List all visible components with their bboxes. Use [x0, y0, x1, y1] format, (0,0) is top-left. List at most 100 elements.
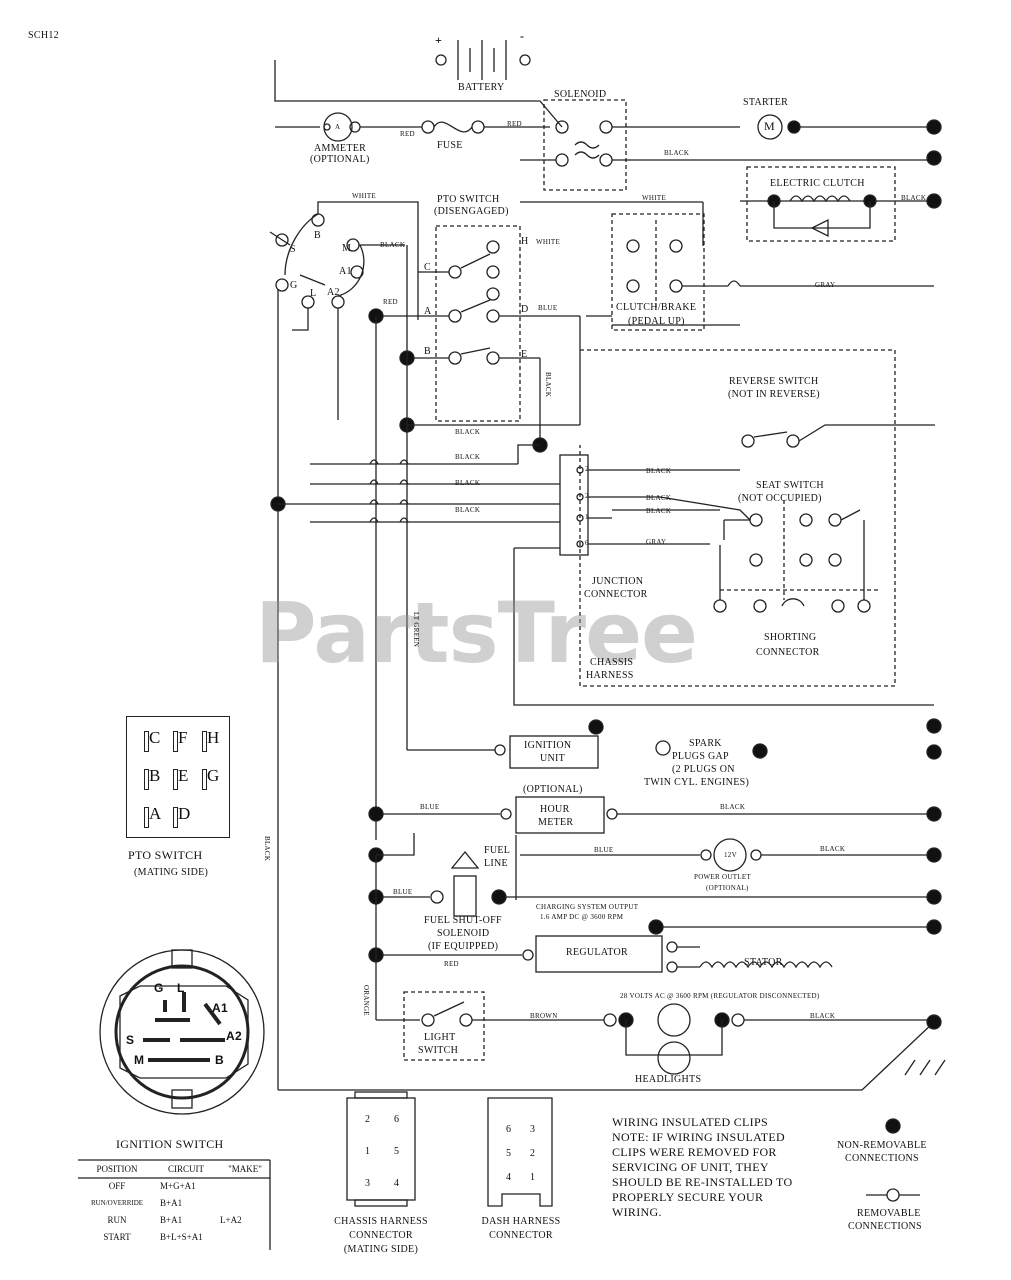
- ign-face-m: M: [134, 1053, 145, 1067]
- pto-pin-b: B: [143, 766, 161, 790]
- ignition-switch-face: [99, 949, 265, 1115]
- dash-pin: 3: [530, 1124, 536, 1135]
- ign-face-a1: A1: [212, 1001, 228, 1015]
- battery-plus: +: [435, 33, 443, 47]
- wire-black-f: BLACK: [646, 494, 672, 502]
- wire-black-hm: BLACK: [720, 803, 746, 811]
- pto-switch-state: (DISENGAGED): [434, 206, 509, 217]
- note-line: WIRING.: [612, 1205, 662, 1219]
- ammeter-symbol: A: [335, 123, 341, 131]
- ignition-unit-label: IGNITION: [524, 740, 572, 751]
- wire-red-2: RED: [507, 120, 522, 128]
- wire-white-3: WHITE: [536, 238, 561, 246]
- dash-pin: 5: [506, 1148, 512, 1159]
- shorting-label: SHORTING: [764, 632, 817, 643]
- pto-term-c: C: [424, 262, 431, 273]
- ignition-switch-title: IGNITION SWITCH: [116, 1137, 224, 1151]
- ign-term-g: G: [290, 280, 298, 291]
- dash-pin: 2: [530, 1148, 536, 1159]
- power-outlet-symbol: 12V: [724, 851, 737, 859]
- cell-circuit: B+A1: [160, 1214, 183, 1225]
- pto-term-d: D: [521, 304, 529, 315]
- cell-circuit: B+L+S+A1: [160, 1231, 203, 1242]
- light-switch-label-2: SWITCH: [418, 1045, 459, 1056]
- wire-blue-pto: BLUE: [538, 304, 558, 312]
- seat-switch-state: (NOT OCCUPIED): [738, 493, 822, 504]
- page-id: SCH12: [28, 30, 59, 41]
- wire-black-solenoid: BLACK: [664, 149, 690, 157]
- wire-black-hl: BLACK: [810, 1012, 836, 1020]
- hour-meter-label-2: METER: [538, 817, 574, 828]
- chassis-conn-label-3: (MATING SIDE): [343, 1244, 419, 1255]
- dash-conn-label: DASH HARNESS: [481, 1216, 561, 1227]
- cell-position: RUN: [107, 1214, 127, 1225]
- wire-orange: ORANGE: [362, 985, 370, 1016]
- chassis-conn-label-2: CONNECTOR: [349, 1230, 413, 1241]
- headlights-label: HEADLIGHTS: [635, 1074, 702, 1085]
- note-line: SERVICING OF UNIT, THEY: [612, 1160, 769, 1174]
- table-row: OFF M+G+A1: [78, 1177, 274, 1194]
- junction-label-2: CONNECTOR: [584, 589, 648, 600]
- header-make: "MAKE": [228, 1163, 262, 1174]
- pto-pin-g: G: [201, 766, 220, 790]
- reverse-switch-label: REVERSE SWITCH: [729, 376, 819, 387]
- pto-term-b: B: [424, 346, 431, 357]
- pto-term-h: H: [521, 236, 529, 247]
- ign-term-m: M: [342, 243, 352, 254]
- electric-clutch-label: ELECTRIC CLUTCH: [770, 178, 865, 189]
- pto-term-a: A: [424, 306, 432, 317]
- wire-black-e: BLACK: [646, 467, 672, 475]
- wire-red-4: RED: [444, 960, 459, 968]
- ign-face-s: S: [126, 1033, 135, 1047]
- ammeter-label: AMMETER: [314, 143, 367, 154]
- spark-label-3: (2 PLUGS ON: [672, 764, 735, 775]
- pto-pin-a: A: [143, 804, 162, 828]
- fuel-solenoid-label: FUEL SHUT-OFF: [424, 915, 502, 926]
- power-outlet-optional: (OPTIONAL): [706, 884, 749, 892]
- wire-black-a: BLACK: [455, 428, 481, 436]
- pto-pin-f: F: [172, 728, 188, 752]
- battery-minus: -: [520, 29, 525, 43]
- wire-black-pto: BLACK: [380, 241, 406, 249]
- wire-black-g: BLACK: [646, 507, 672, 515]
- dash-pin: 6: [506, 1124, 512, 1135]
- fuel-line-label-2: LINE: [484, 858, 508, 869]
- chassis-pin: 5: [394, 1146, 400, 1157]
- starter-motor-symbol: [757, 114, 783, 140]
- chassis-pin: 3: [365, 1178, 371, 1189]
- junction-pin-2a: 2: [585, 465, 589, 473]
- chassis-harness-label: CHASSIS: [590, 657, 634, 668]
- wire-black-clutch: BLACK: [901, 194, 927, 202]
- stator-label: STATOR: [744, 957, 783, 968]
- clutch-brake-label: CLUTCH/BRAKE: [616, 302, 697, 313]
- dash-pin: 4: [506, 1172, 512, 1183]
- wire-black-d: BLACK: [455, 506, 481, 514]
- wire-black-left: BLACK: [263, 836, 271, 862]
- charging-output-value: 1.6 AMP DC @ 3600 RPM: [540, 913, 624, 921]
- spark-label-4: TWIN CYL. ENGINES): [644, 777, 750, 788]
- note-line: CLIPS WERE REMOVED FOR: [612, 1145, 777, 1159]
- chassis-pin: 2: [365, 1114, 371, 1125]
- ign-term-s: S: [290, 244, 296, 255]
- dash-conn-label-2: CONNECTOR: [489, 1230, 553, 1241]
- clutch-brake-state: (PEDAL UP): [628, 316, 685, 327]
- hour-meter-label: HOUR: [540, 804, 570, 815]
- shorting-label-2: CONNECTOR: [756, 647, 820, 658]
- fuel-solenoid-label-3: (IF EQUIPPED): [428, 941, 499, 952]
- junction-pin-6: 6: [585, 539, 589, 547]
- wire-black-vertical: BLACK: [544, 372, 552, 398]
- ign-term-l: L: [310, 288, 317, 299]
- ammeter-optional: (OPTIONAL): [310, 154, 370, 165]
- junction-label: JUNCTION: [592, 576, 644, 587]
- wire-blue-3: BLUE: [393, 888, 413, 896]
- ign-face-a2: A2: [226, 1029, 242, 1043]
- junction-pin-1: 1: [585, 513, 589, 521]
- watermark: PartsTree: [255, 584, 698, 682]
- chassis-conn-label: CHASSIS HARNESS: [334, 1216, 428, 1227]
- pto-pin-c: C: [143, 728, 161, 752]
- pto-mating-subtitle: (MATING SIDE): [134, 867, 209, 878]
- chassis-harness-label-2: HARNESS: [586, 670, 634, 681]
- wire-gray-2: GRAY: [646, 538, 667, 546]
- seat-switch-label: SEAT SWITCH: [756, 480, 824, 491]
- pto-pin-h: H: [201, 728, 220, 752]
